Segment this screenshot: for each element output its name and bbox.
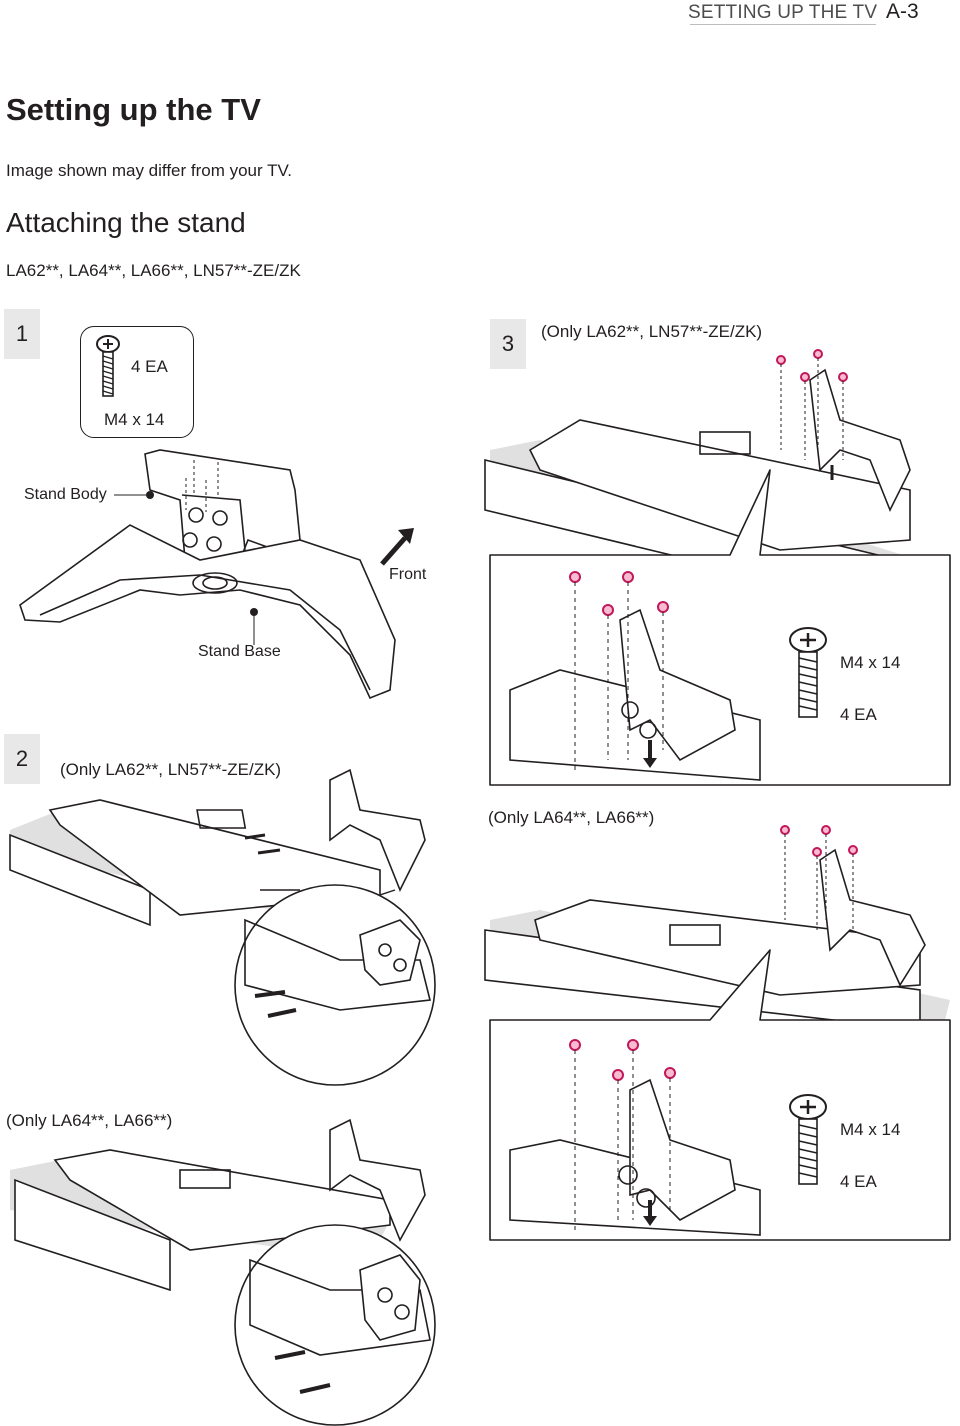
step3-screw-qty-a: 4 EA: [840, 705, 877, 724]
stand-body-label: Stand Body: [24, 486, 107, 503]
model-list: LA62**, LA64**, LA66**, LN57**-ZE/ZK: [6, 261, 301, 280]
step2-variant-b-label: (Only LA64**, LA66**): [6, 1111, 173, 1130]
section-subtitle: Attaching the stand: [6, 207, 246, 238]
step3-variant-a-illustration: [484, 349, 951, 786]
step-3-badge: 3: [490, 319, 526, 369]
step3-variant-a-label: (Only LA62**, LN57**-ZE/ZK): [541, 322, 763, 341]
step-2-badge: 2: [4, 734, 40, 784]
page-title: Setting up the TV: [6, 92, 261, 127]
step3-screw-size-a: M4 x 14: [840, 653, 901, 672]
page-number: A-3: [886, 0, 919, 23]
screw-illustration-step1: [96, 335, 120, 397]
image-note: Image shown may differ from your TV.: [6, 161, 292, 180]
stand-assembly-illustration: [19, 449, 414, 700]
screw-size-step1: M4 x 14: [104, 410, 165, 429]
step2-variant-a-illustration: [9, 768, 436, 1086]
running-header-section: SETTING UP THE TV: [688, 2, 878, 23]
step3-screw-qty-b: 4 EA: [840, 1172, 877, 1191]
front-label: Front: [389, 566, 427, 583]
step3-variant-b-label: (Only LA64**, LA66**): [488, 808, 655, 827]
screw-qty-step1: 4 EA: [131, 357, 168, 376]
step2-variant-b-illustration: [10, 1118, 436, 1426]
step3-screw-size-b: M4 x 14: [840, 1120, 901, 1139]
header-rule: [690, 24, 876, 25]
screw-callout-step1: [80, 326, 194, 438]
step3-variant-b-illustration: [484, 825, 951, 1241]
step-1-badge: 1: [4, 309, 40, 359]
step2-variant-a-label: (Only LA62**, LN57**-ZE/ZK): [60, 760, 282, 779]
stand-base-label: Stand Base: [198, 643, 281, 660]
